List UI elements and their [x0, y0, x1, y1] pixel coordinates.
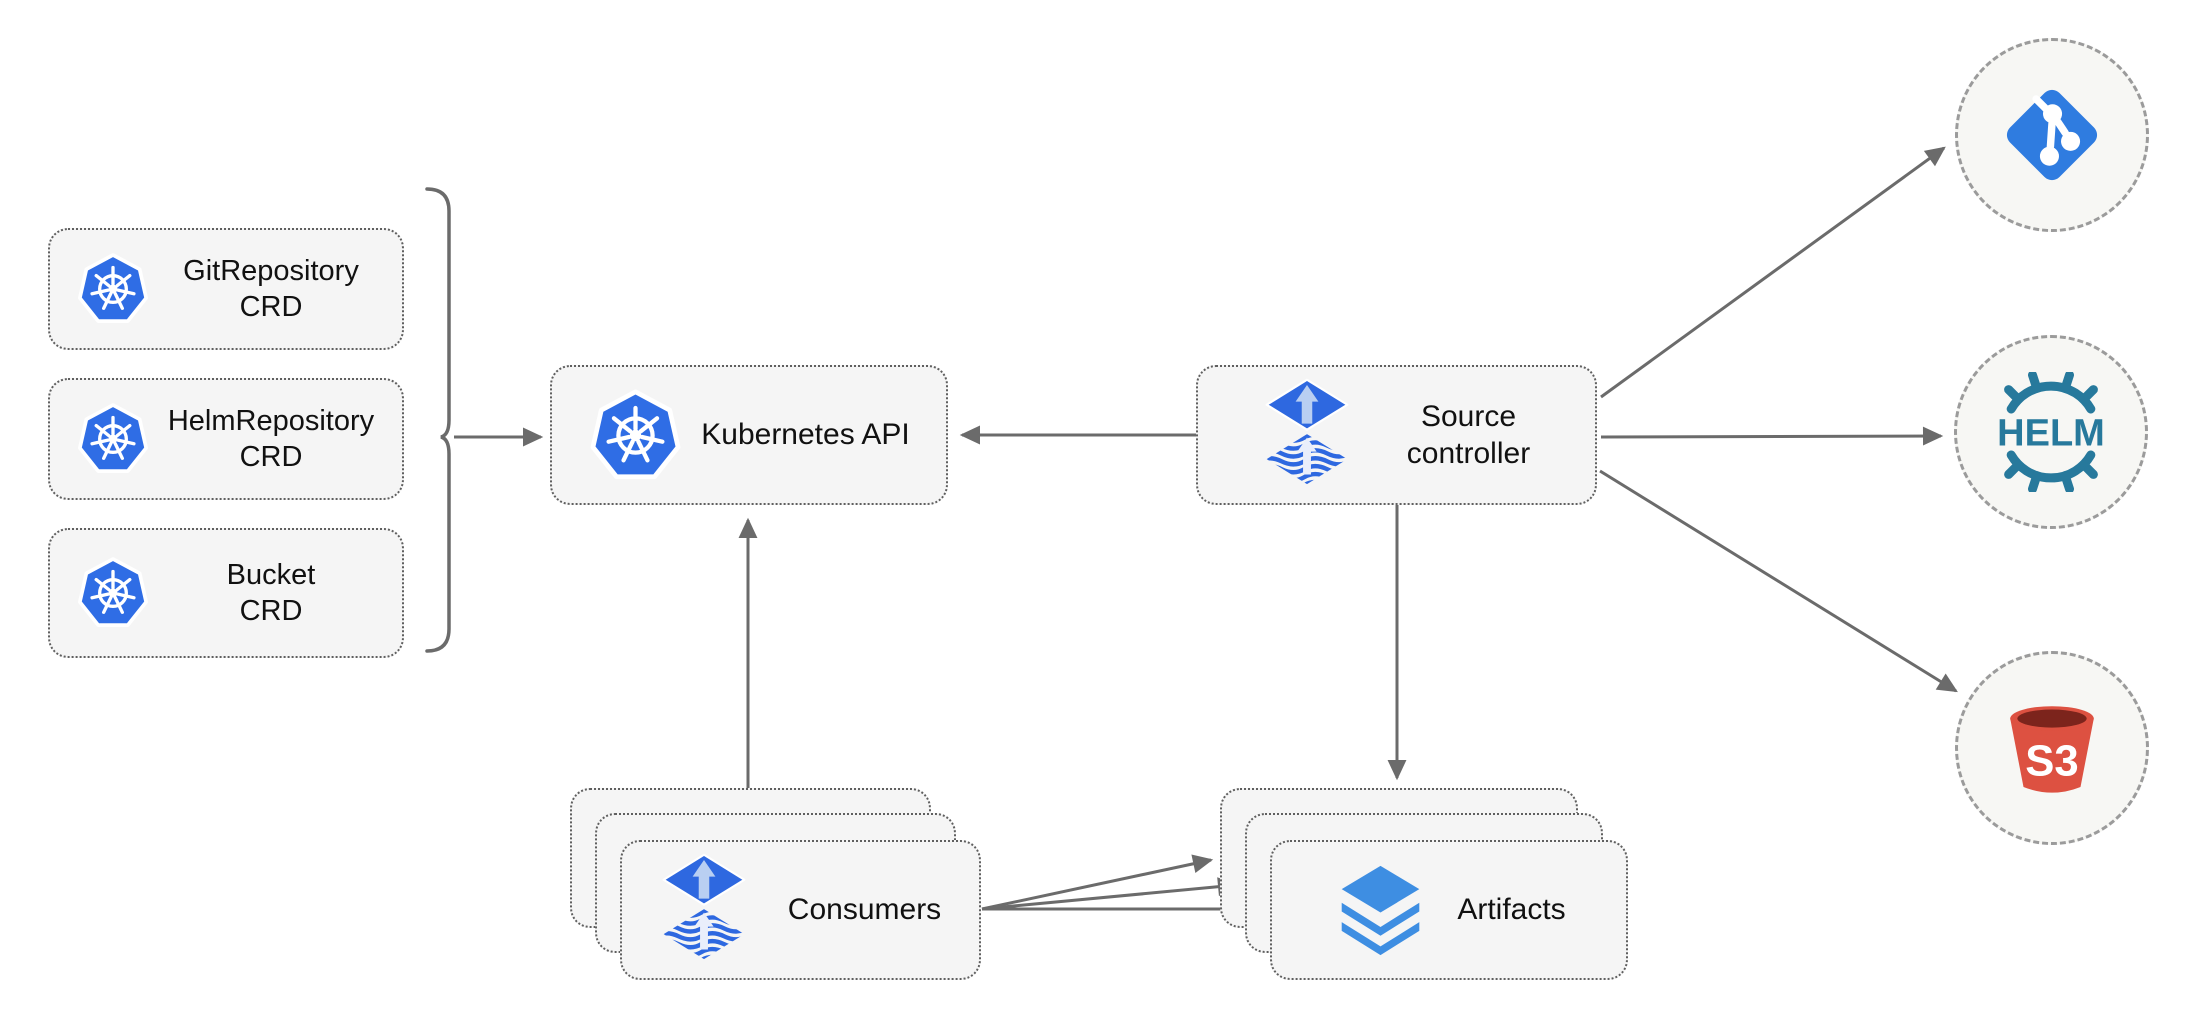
- node-consumers: Consumers: [620, 840, 981, 980]
- edge-consumers-to-artifacts-1: [981, 854, 1214, 911]
- kubernetes-icon: [77, 557, 149, 627]
- kubernetes-icon: [590, 388, 681, 479]
- helm-logo-text: HELM: [1997, 413, 2105, 455]
- kubernetes-icon: [77, 403, 149, 473]
- node-label: Bucket CRD: [226, 558, 316, 627]
- node-label: HelmRepository CRD: [167, 404, 375, 473]
- layers-icon: [1342, 865, 1420, 955]
- flux-icon: [1265, 378, 1349, 485]
- node-kubernetes-api: Kubernetes API: [550, 365, 948, 505]
- node-label: Source controller: [1406, 399, 1531, 471]
- node-source-controller: Source controller: [1196, 365, 1597, 505]
- git-icon: [2006, 89, 2098, 181]
- edge-source-controller-to-helm: [1600, 426, 1944, 446]
- node-helm-source: HELM: [1954, 335, 2148, 529]
- edge-consumers-to-artifacts-2: [981, 877, 1239, 911]
- flux-icon: [662, 853, 746, 960]
- node-git-source: [1955, 38, 2149, 232]
- node-artifacts: Artifacts: [1270, 840, 1628, 980]
- node-label: Consumers: [787, 893, 942, 927]
- node-helmrepository-crd: HelmRepository CRD: [48, 378, 404, 500]
- node-gitrepository-crd: GitRepository CRD: [48, 228, 404, 350]
- helm-icon: HELM: [1997, 372, 2105, 492]
- edge-source-controller-to-git: [1600, 146, 1946, 399]
- edge-source-controller-to-s3: [1599, 469, 1958, 693]
- node-label: GitRepository CRD: [183, 254, 359, 323]
- kubernetes-icon: [77, 253, 149, 323]
- node-bucket-crd: Bucket CRD: [48, 528, 404, 658]
- s3-bucket-icon: S3: [2010, 706, 2094, 793]
- s3-logo-text: S3: [2025, 737, 2078, 786]
- crd-group-bracket: [425, 187, 451, 653]
- node-s3-source: S3: [1955, 651, 2149, 845]
- node-label: Artifacts: [1457, 893, 1566, 927]
- node-label: Kubernetes API: [701, 418, 910, 452]
